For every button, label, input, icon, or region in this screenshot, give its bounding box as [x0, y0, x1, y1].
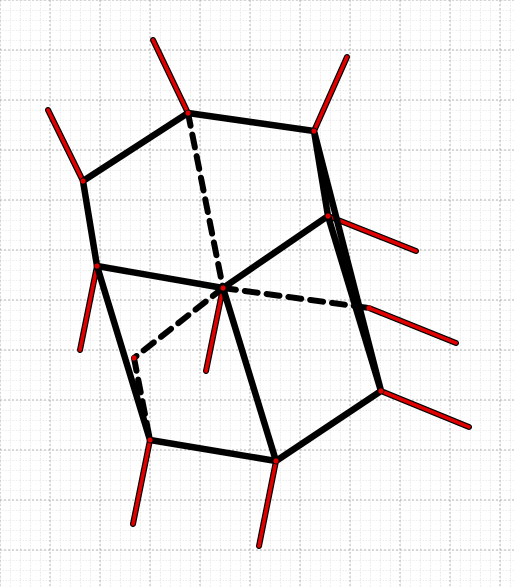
atom-marker	[80, 178, 86, 184]
solid-bond	[310, 127, 332, 220]
atom-marker	[147, 437, 153, 443]
solid-bond	[93, 262, 227, 292]
solid-bond	[146, 436, 280, 465]
atom-marker	[131, 355, 137, 361]
hydrogen-stub	[326, 214, 418, 253]
hydrogen-stub	[312, 55, 349, 133]
hydrogen-stub	[78, 264, 99, 352]
hydrogen-stub	[379, 389, 471, 429]
atom-marker	[325, 213, 331, 219]
dashed-bond	[220, 285, 372, 311]
atom-marker	[378, 388, 384, 394]
hydrogen-stub	[204, 286, 225, 373]
solid-bond	[219, 284, 280, 465]
solid-bond	[93, 262, 154, 444]
atom-marker	[311, 128, 317, 134]
atom-markers	[80, 110, 384, 464]
atom-marker	[185, 110, 191, 116]
visible-bonds	[79, 109, 385, 465]
solid-bond	[79, 177, 101, 270]
hydrogen-stub	[46, 108, 85, 183]
dashed-bond	[131, 285, 226, 361]
atom-marker	[220, 285, 226, 291]
hydrogen-stub	[151, 38, 190, 115]
hydrogen-stub	[257, 459, 278, 548]
solid-bond	[184, 109, 318, 135]
atom-marker	[273, 458, 279, 464]
solid-bond	[324, 212, 385, 395]
atom-marker	[94, 263, 100, 269]
solid-bond	[219, 212, 332, 292]
dashed-bond	[185, 110, 226, 291]
hydrogen-stub	[367, 306, 458, 345]
hydrogen-stubs	[45, 37, 472, 549]
hydrogen-stub	[131, 438, 152, 526]
solid-bond	[272, 387, 385, 465]
atom-marker	[366, 305, 372, 311]
solid-bond	[79, 109, 192, 185]
